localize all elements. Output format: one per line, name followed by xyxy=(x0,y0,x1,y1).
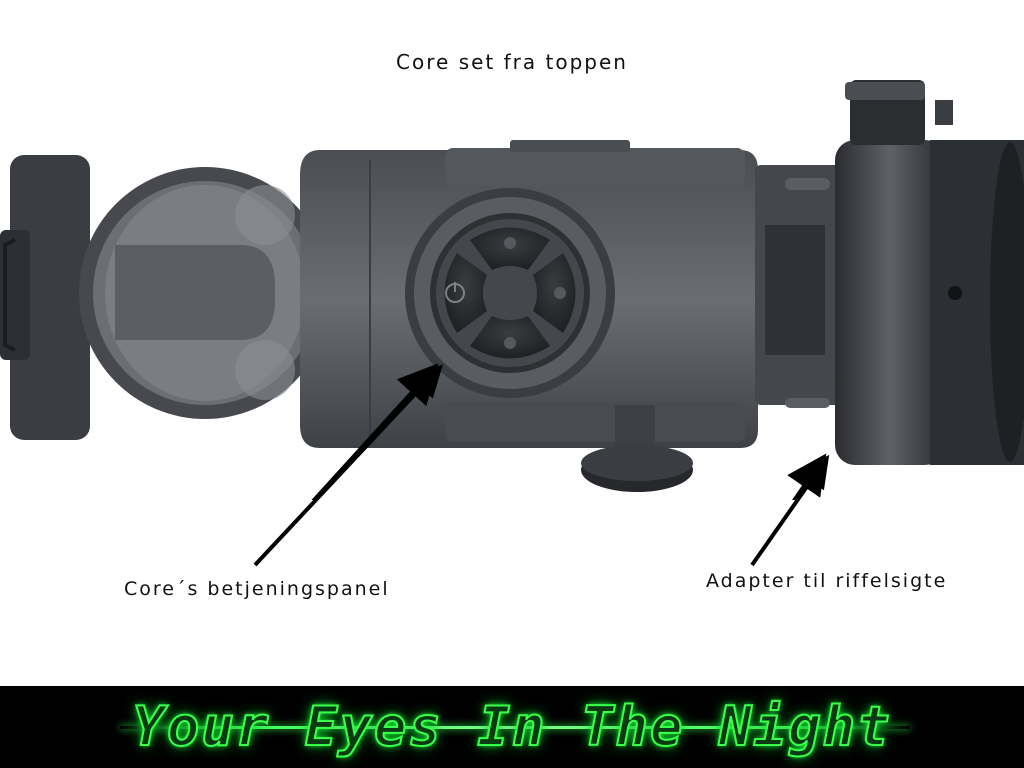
button-menu[interactable] xyxy=(533,253,576,333)
control-panel xyxy=(405,188,615,398)
lens-cap xyxy=(79,167,331,419)
control-panel-label: Core´s betjeningspanel xyxy=(124,578,390,600)
rifle-scope-adapter xyxy=(755,80,1024,465)
button-power[interactable] xyxy=(444,253,488,333)
eyepiece-housing xyxy=(0,155,90,440)
adapter-label: Adapter til riffelsigte xyxy=(706,570,948,592)
power-icon xyxy=(445,282,465,303)
banner-slogan: Your Eyes In The Night xyxy=(131,694,892,759)
pointer-arrow-icon xyxy=(750,454,830,567)
thermal-imaging-device xyxy=(0,80,1024,500)
banner: Your Eyes In The Night xyxy=(0,686,1024,768)
page-title: Core set fra toppen xyxy=(396,50,628,74)
focus-knob xyxy=(581,405,693,492)
button-down[interactable] xyxy=(470,316,550,359)
arrows-layer xyxy=(253,364,830,567)
pointer-arrow-icon xyxy=(253,364,443,567)
button-up[interactable] xyxy=(470,227,550,271)
banner-glow-line xyxy=(120,726,910,729)
